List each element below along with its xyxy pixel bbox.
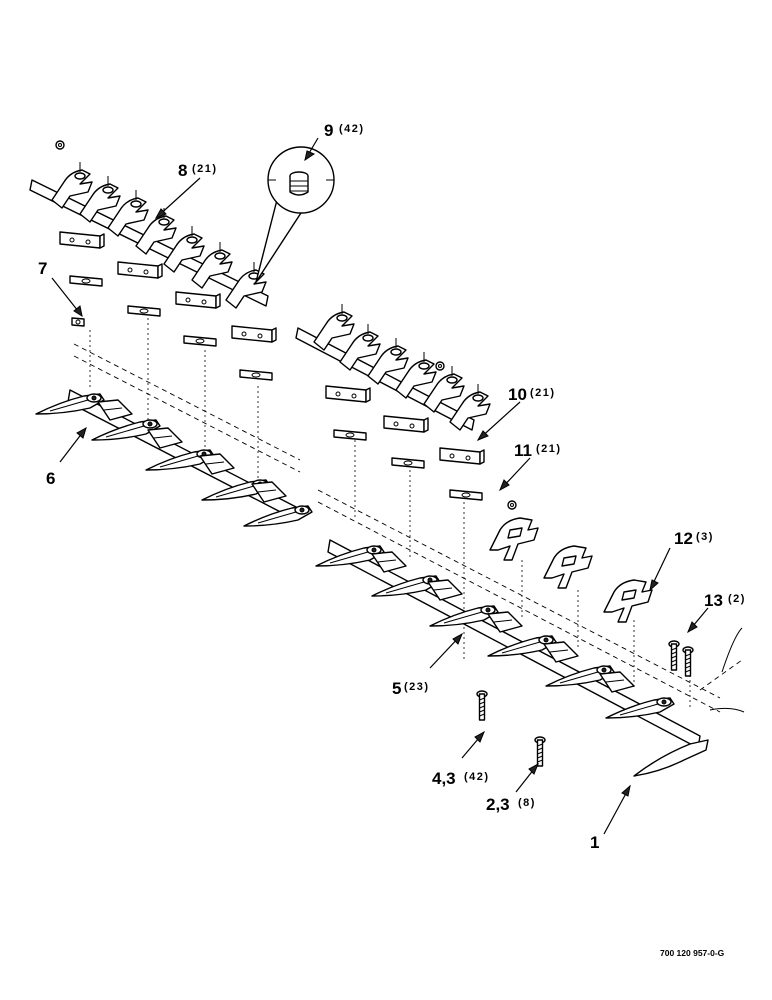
callout-number: 5: [392, 679, 401, 698]
callout-qty: (2): [728, 593, 746, 605]
callout-number: 9: [324, 121, 333, 140]
callout-7: 7: [38, 259, 47, 278]
callout-qty: (21): [536, 443, 562, 455]
callout-2-3: 2,3 (8): [486, 795, 536, 814]
callout-qty: (8): [518, 797, 536, 809]
callout-number: 13: [704, 591, 723, 610]
callout-5: 5 (23): [392, 679, 430, 698]
callout-number: 10: [508, 385, 527, 404]
callout-10: 10 (21): [508, 385, 556, 404]
callout-qty: (42): [339, 123, 365, 135]
callout-number: 11: [514, 441, 532, 460]
callout-number: 6: [46, 469, 55, 488]
callout-1: 1: [590, 833, 599, 852]
callout-qty: (3): [696, 531, 714, 543]
callout-6: 6: [46, 469, 55, 488]
left-knife-assembly: [29, 140, 313, 527]
callout-qty: (23): [404, 681, 430, 693]
callout-qty: (42): [464, 771, 490, 783]
callout-qty: (21): [192, 163, 218, 175]
callout-13: 13 (2): [704, 591, 746, 610]
callout-number: 12: [674, 529, 693, 548]
callout-number: 8: [178, 161, 187, 180]
callout-9: 9 (42): [324, 121, 365, 140]
drawing-number: 700 120 957-0-G: [660, 948, 725, 958]
callout-12: 12 (3): [674, 529, 714, 548]
callout-qty: (21): [530, 387, 556, 399]
callout-number: 4,3: [432, 769, 456, 788]
callout-number: 7: [38, 259, 47, 278]
callout-number: 2,3: [486, 795, 510, 814]
right-knife-assembly: [295, 303, 745, 777]
callout-4-3: 4,3 (42): [432, 769, 490, 788]
callout-number: 1: [590, 833, 599, 852]
detail-magnifier: [255, 146, 335, 283]
callout-11: 11 (21): [514, 441, 562, 460]
leader-lines: [51, 137, 709, 835]
callout-8: 8 (21): [178, 161, 218, 180]
